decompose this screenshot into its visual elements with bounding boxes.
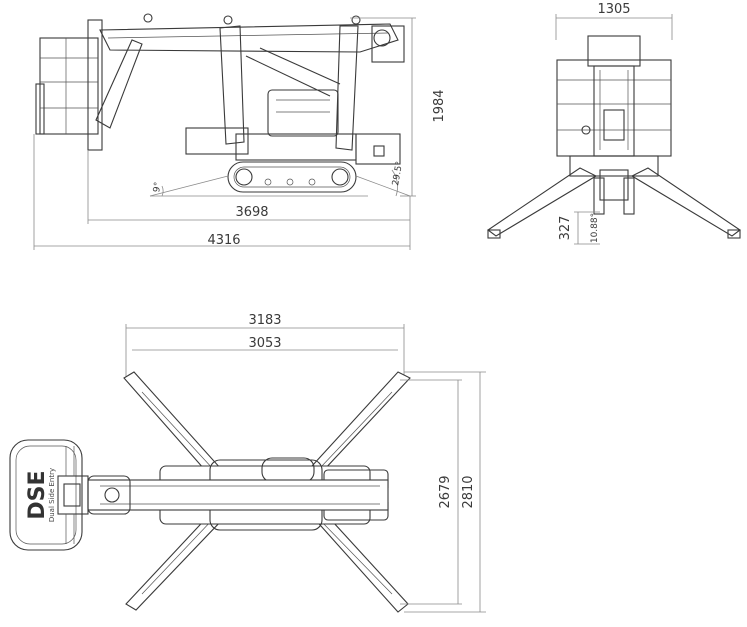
depth-outer-label: 2810 [461,475,476,508]
front-angle-label: 10.88° [590,213,600,243]
height-dimension-label: 1984 [432,89,447,122]
top-outriggers [123,371,411,613]
side-boom [95,13,405,151]
side-body [185,89,401,165]
side-basket [35,19,103,151]
front-view: 1305 327 10.88° [487,2,741,245]
top-basket: DSE Dual Side Entry [9,439,89,551]
side-track [227,161,357,193]
top-view: 3183 3053 [9,313,486,613]
front-outriggers [487,167,741,239]
angle-rear-label: 9° [152,181,164,193]
outrigger-inner-label: 3053 [248,336,281,351]
outrigger-outer-label: 3183 [248,313,281,328]
side-view: 9° 29.5° 1984 3698 4316 [33,13,447,250]
front-clearance-label: 327 [558,216,573,241]
length-inner-label: 3698 [235,205,268,220]
length-total-label: 4316 [207,233,240,248]
dse-logo-text: DSE [25,470,50,519]
front-width-label: 1305 [597,2,630,17]
top-boom [87,479,389,511]
angle-front-label: 29.5° [391,161,405,187]
dse-logo-subtext: Dual Side Entry [48,468,56,522]
depth-inner-label: 2679 [438,475,453,508]
front-basket [556,59,672,157]
